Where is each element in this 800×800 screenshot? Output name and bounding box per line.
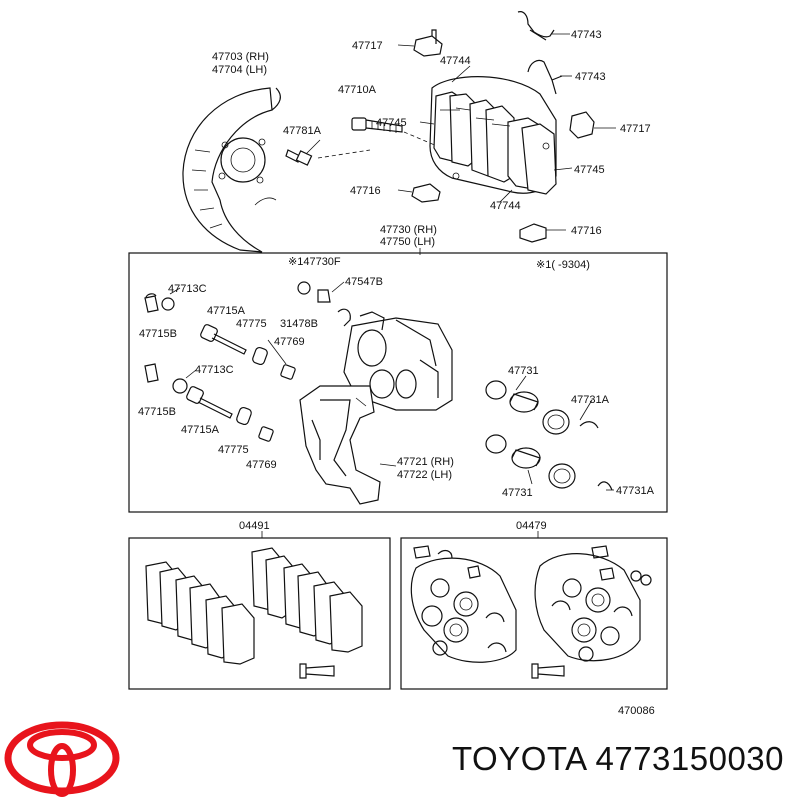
label-47715b-lower: 47715B: [138, 406, 176, 418]
label-diagram-number: 470086: [618, 705, 655, 717]
label-47713c-top: 47713C: [168, 283, 207, 295]
kit-04491-frame: [128, 537, 391, 690]
label-47721: 47721 (RH): [397, 456, 454, 468]
seal-kit-04479-drawing: [410, 545, 652, 679]
pad-kit-04491-drawing: [145, 547, 363, 679]
label-47743-mid: 47743: [575, 71, 606, 83]
label-47743-top: 47743: [571, 29, 602, 41]
label-47769-lower: 47769: [246, 459, 277, 471]
label-47716-left: 47716: [350, 185, 381, 197]
label-31478b: 31478B: [280, 318, 318, 330]
clip-47717-top-drawing: [397, 29, 443, 57]
label-47731-lower: 47731: [502, 487, 533, 499]
part-labels: 47703 (RH) 47704 (LH) 47781A 47717 47744…: [138, 29, 655, 717]
clip-47716-left-drawing: [397, 183, 441, 203]
bolt-47781a-drawing: [285, 139, 321, 166]
caliper-body-drawing: [343, 311, 453, 411]
label-04479: 04479: [516, 520, 547, 532]
label-47744-top: 47744: [440, 55, 471, 67]
label-47716-right: 47716: [571, 225, 602, 237]
dust-shield-drawing: [182, 87, 281, 253]
toyota-logo: [4, 721, 120, 797]
label-47704: 47704 (LH): [212, 64, 267, 76]
label-47713c-lower: 47713C: [195, 364, 234, 376]
label-47731a-lower: 47731A: [616, 485, 655, 497]
label-47750: 47750 (LH): [380, 236, 435, 248]
label-47730f: ※147730F: [288, 256, 341, 268]
label-47715a-top: 47715A: [207, 305, 246, 317]
label-47744-bottom: 47744: [490, 200, 521, 212]
label-47731-top: 47731: [508, 365, 539, 377]
label-47722: 47722 (LH): [397, 469, 452, 481]
label-47775-lower: 47775: [218, 444, 249, 456]
label-47717-top: 47717: [352, 40, 383, 52]
label-47703: 47703 (RH): [212, 51, 269, 63]
label-04491: 04491: [239, 520, 270, 532]
label-47547b: 47547B: [345, 276, 383, 288]
clip-47717-right-drawing: [569, 111, 616, 139]
label-47769-top: 47769: [274, 336, 305, 348]
label-47710a: 47710A: [338, 84, 377, 96]
piston-seal-set-drawing: [485, 375, 614, 491]
label-47745-right: 47745: [574, 164, 605, 176]
label-47745-left: 47745: [376, 117, 407, 129]
spring-47743-top-drawing: [517, 11, 570, 41]
label-47717-right: 47717: [620, 123, 651, 135]
label-47781a: 47781A: [283, 125, 322, 137]
small-parts-drawing: [144, 281, 351, 442]
brand-part-number: TOYOTA 4773150030: [452, 740, 785, 777]
label-note-9304: ※1( -9304): [536, 259, 590, 271]
label-47715b-top: 47715B: [139, 328, 177, 340]
label-47775-top: 47775: [236, 318, 267, 330]
label-47731a-top: 47731A: [571, 394, 610, 406]
bolt-47710a-drawing: [351, 117, 403, 133]
spring-47743-mid-drawing: [527, 59, 572, 95]
caliper-bracket-drawing: [299, 385, 381, 505]
kit-04479-frame: [400, 537, 668, 690]
label-47730: 47730 (RH): [380, 224, 437, 236]
clip-47716-right-drawing: [519, 223, 566, 243]
label-47715a-lower: 47715A: [181, 424, 220, 436]
caliper-assembly-frame: [128, 252, 668, 513]
pad-set-top-drawing: [429, 76, 557, 195]
